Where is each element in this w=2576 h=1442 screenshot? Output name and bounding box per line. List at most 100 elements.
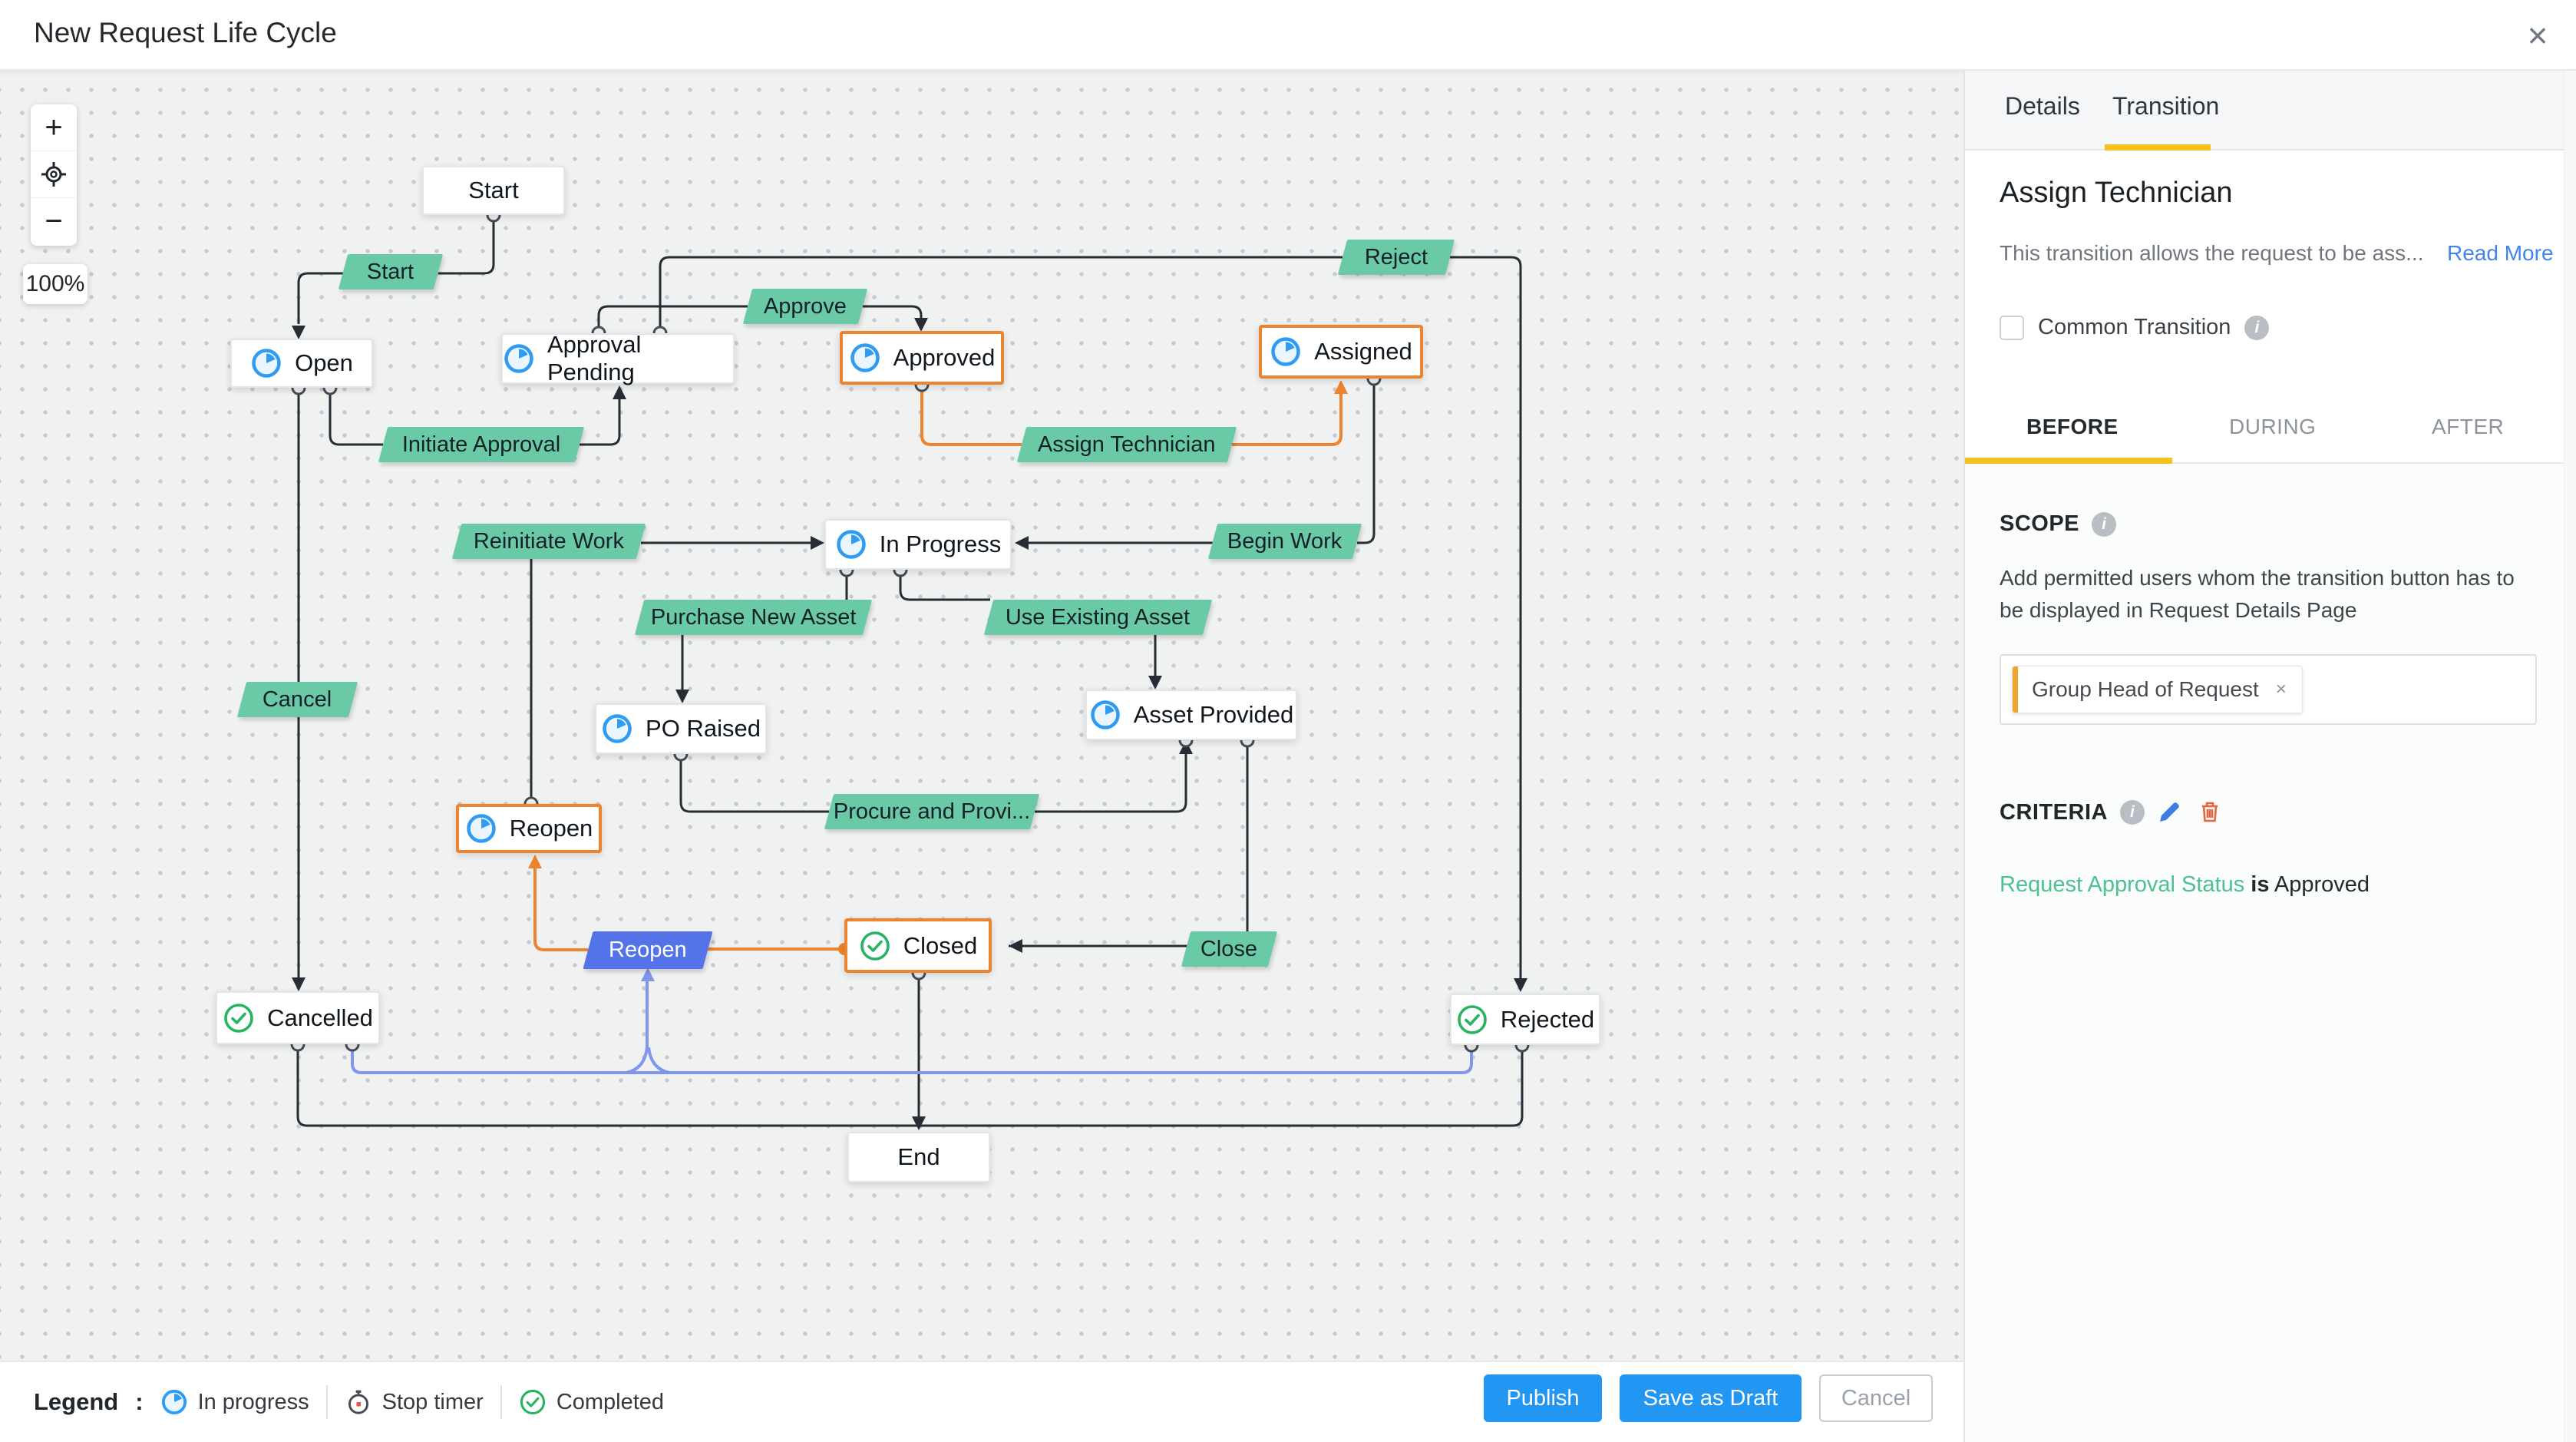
state-label: Rejected bbox=[1500, 1005, 1595, 1033]
transition-reopen-selected[interactable]: Reopen bbox=[583, 931, 713, 969]
tag-remove-icon[interactable]: × bbox=[2275, 679, 2287, 700]
transition-label: Procure and Provi... bbox=[833, 799, 1031, 824]
scope-user-input[interactable]: Group Head of Request × bbox=[2000, 654, 2537, 725]
legend-label: Completed bbox=[556, 1389, 665, 1414]
zoom-controls: + − bbox=[31, 104, 77, 246]
zoom-in-button[interactable]: + bbox=[31, 104, 77, 151]
in-progress-icon bbox=[835, 528, 867, 561]
transition-procure-and-provide[interactable]: Procure and Provi... bbox=[824, 794, 1040, 829]
before-section: SCOPE i Add permitted users whom the tra… bbox=[1965, 464, 2576, 1442]
state-assigned[interactable]: Assigned bbox=[1259, 325, 1423, 379]
state-reopen[interactable]: Reopen bbox=[456, 804, 602, 853]
read-more-link[interactable]: Read More bbox=[2447, 241, 2554, 265]
in-progress-icon bbox=[250, 347, 282, 379]
cancel-button[interactable]: Cancel bbox=[1819, 1374, 1933, 1422]
tab-during[interactable]: DURING bbox=[2229, 415, 2317, 438]
in-progress-icon bbox=[1089, 699, 1121, 731]
bottom-bar: Legend : In progress Stop timer Complete… bbox=[0, 1361, 1963, 1442]
delete-criteria-icon[interactable] bbox=[2197, 799, 2224, 826]
transition-purchase-new-asset[interactable]: Purchase New Asset bbox=[634, 600, 873, 635]
transition-label: Begin Work bbox=[1227, 528, 1342, 554]
state-closed[interactable]: Closed bbox=[844, 918, 992, 973]
legend-separator bbox=[325, 1385, 328, 1419]
state-cancelled[interactable]: Cancelled bbox=[216, 991, 380, 1044]
workflow-canvas[interactable]: + − 100% Start Open Approval Pending App… bbox=[0, 71, 1963, 1361]
scope-header: SCOPE i bbox=[2000, 511, 2117, 537]
save-as-draft-button[interactable]: Save as Draft bbox=[1620, 1374, 1802, 1422]
transition-label: Reject bbox=[1364, 244, 1428, 270]
state-start[interactable]: Start bbox=[422, 166, 565, 215]
transition-label: Use Existing Asset bbox=[1006, 604, 1191, 630]
transition-approve[interactable]: Approve bbox=[742, 289, 868, 324]
state-label: Cancelled bbox=[267, 1004, 373, 1031]
legend-colon: : bbox=[135, 1388, 144, 1415]
transition-start[interactable]: Start bbox=[338, 254, 444, 289]
transition-reinitiate-work[interactable]: Reinitiate Work bbox=[451, 524, 646, 559]
state-label: Closed bbox=[903, 931, 978, 959]
criteria-field[interactable]: Request Approval Status bbox=[2000, 872, 2245, 897]
in-progress-icon bbox=[160, 1388, 188, 1416]
transition-use-existing-asset[interactable]: Use Existing Asset bbox=[983, 600, 1213, 635]
completed-icon bbox=[1456, 1004, 1488, 1036]
transition-assign-technician[interactable]: Assign Technician bbox=[1016, 427, 1237, 462]
completed-icon bbox=[223, 1002, 255, 1034]
phase-tabs: BEFORE DURING AFTER bbox=[1965, 402, 2576, 464]
panel-scrollbar-track[interactable] bbox=[2564, 71, 2576, 1442]
in-progress-icon bbox=[601, 713, 633, 745]
completed-icon bbox=[859, 930, 891, 962]
zoom-level[interactable]: 100% bbox=[23, 264, 88, 304]
header: New Request Life Cycle × bbox=[0, 0, 2576, 71]
transition-begin-work[interactable]: Begin Work bbox=[1207, 524, 1362, 559]
close-icon[interactable]: × bbox=[2527, 15, 2548, 55]
legend-title: Legend bbox=[34, 1388, 119, 1415]
criteria-expression: Request Approval Status is Approved bbox=[2000, 872, 2370, 898]
info-icon[interactable]: i bbox=[2119, 800, 2145, 825]
tab-transition[interactable]: Transition bbox=[2112, 92, 2220, 120]
in-progress-icon bbox=[503, 342, 535, 375]
state-rejected[interactable]: Rejected bbox=[1450, 994, 1600, 1045]
state-po-raised[interactable]: PO Raised bbox=[595, 703, 767, 754]
state-approved[interactable]: Approved bbox=[840, 331, 1004, 385]
transition-description: This transition allows the request to be… bbox=[2000, 241, 2424, 265]
common-transition-row: Common Transition i bbox=[2000, 315, 2270, 340]
recenter-button[interactable] bbox=[31, 151, 77, 198]
transition-label: Close bbox=[1200, 936, 1258, 961]
common-transition-checkbox[interactable] bbox=[2000, 315, 2024, 340]
state-asset-provided[interactable]: Asset Provided bbox=[1085, 690, 1297, 740]
publish-button[interactable]: Publish bbox=[1484, 1374, 1602, 1422]
legend-item-stop-timer: Stop timer bbox=[345, 1388, 484, 1416]
info-icon[interactable]: i bbox=[2244, 315, 2270, 340]
tab-before[interactable]: BEFORE bbox=[2026, 415, 2119, 438]
transition-initiate-approval[interactable]: Initiate Approval bbox=[378, 427, 585, 462]
transition-label: Reinitiate Work bbox=[473, 528, 625, 554]
state-open[interactable]: Open bbox=[230, 339, 373, 388]
edit-criteria-icon[interactable] bbox=[2157, 799, 2185, 826]
state-label: Open bbox=[295, 349, 353, 376]
transition-reject[interactable]: Reject bbox=[1337, 240, 1455, 275]
page-title: New Request Life Cycle bbox=[34, 17, 337, 48]
panel-tabs: Details Transition bbox=[1965, 71, 2576, 150]
state-label: In Progress bbox=[879, 531, 1002, 557]
scope-description: Add permitted users whom the transition … bbox=[2000, 566, 2515, 622]
criteria-value: Approved bbox=[2274, 872, 2370, 897]
tag-accent-bar bbox=[2013, 666, 2018, 713]
tab-after[interactable]: AFTER bbox=[2432, 415, 2505, 438]
state-approval-pending[interactable]: Approval Pending bbox=[501, 331, 735, 385]
state-label: Reopen bbox=[509, 815, 593, 842]
zoom-out-button[interactable]: − bbox=[45, 204, 63, 238]
in-progress-icon bbox=[849, 342, 881, 374]
scope-tag: Group Head of Request × bbox=[2012, 666, 2303, 713]
state-end[interactable]: End bbox=[847, 1132, 990, 1182]
transition-close[interactable]: Close bbox=[1181, 931, 1278, 967]
state-label: Assigned bbox=[1314, 338, 1412, 365]
info-icon[interactable]: i bbox=[2092, 511, 2117, 537]
transition-label: Purchase New Asset bbox=[650, 604, 857, 630]
transition-panel: Details Transition Assign Technician Thi… bbox=[1963, 71, 2576, 1442]
state-label: PO Raised bbox=[646, 715, 761, 742]
workflow-edges bbox=[290, 207, 1530, 1130]
transition-cancel[interactable]: Cancel bbox=[236, 682, 358, 717]
state-label: Approval Pending bbox=[547, 331, 642, 385]
tab-details[interactable]: Details bbox=[2005, 92, 2080, 120]
state-in-progress[interactable]: In Progress bbox=[824, 519, 1012, 570]
